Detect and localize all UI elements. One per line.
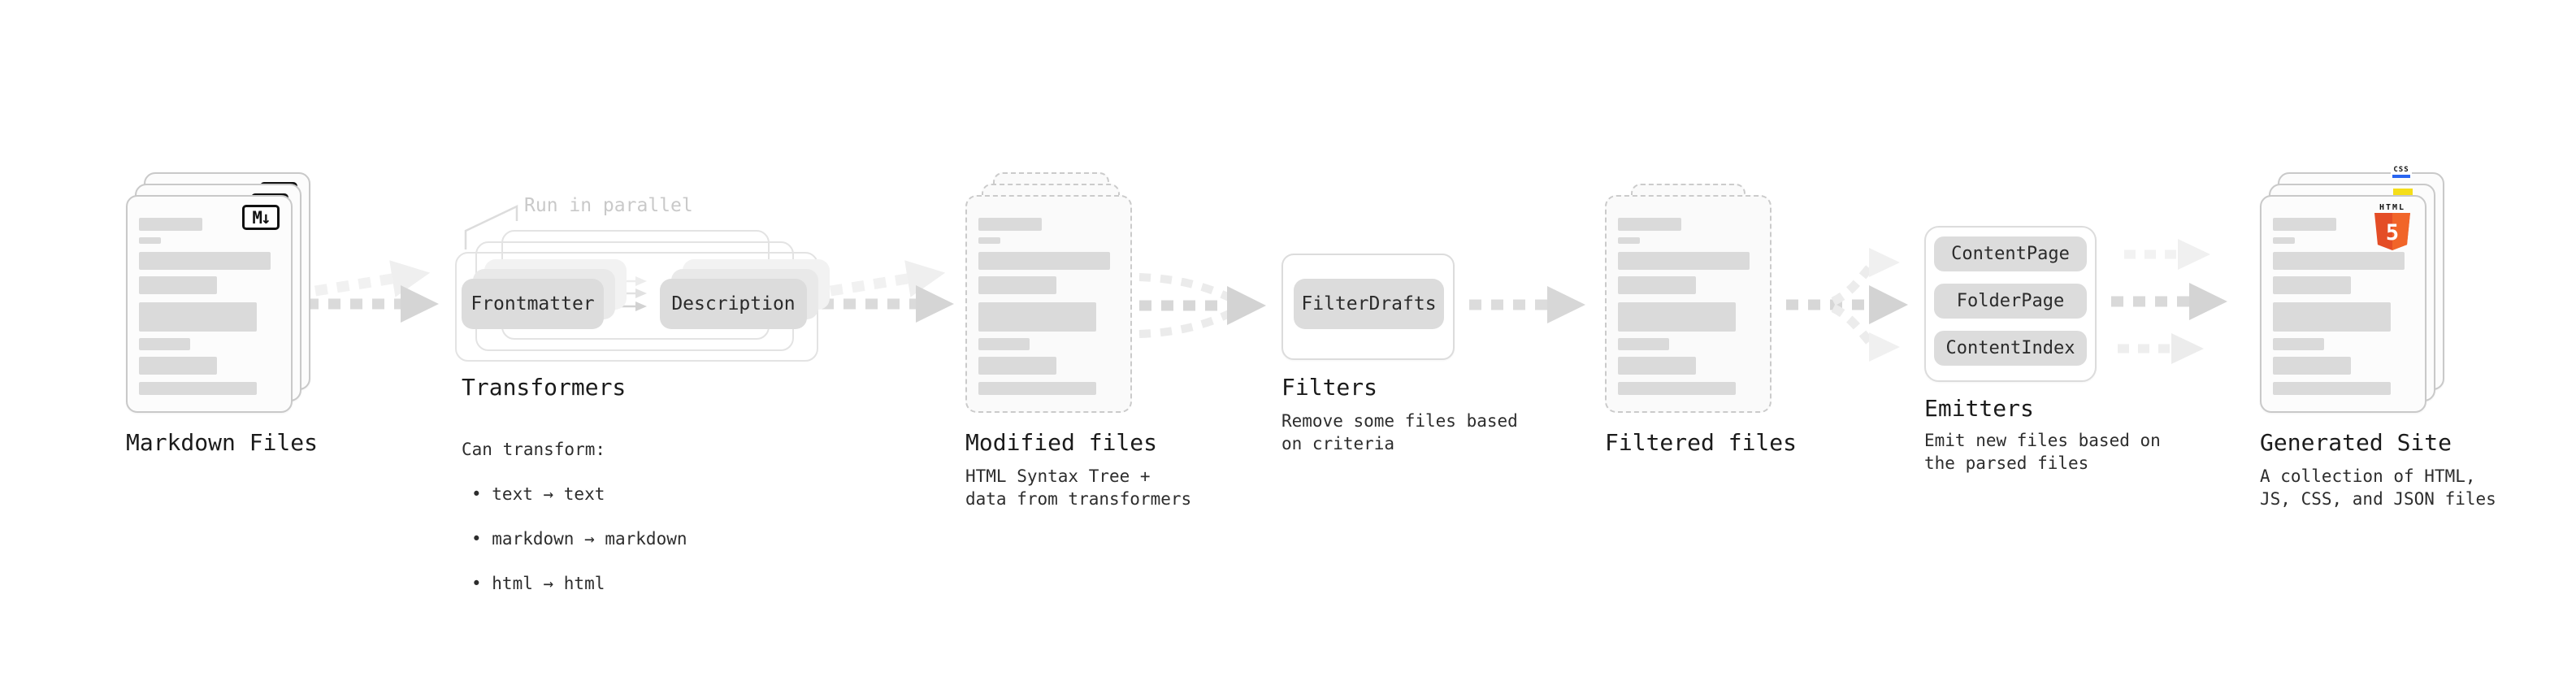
html5-icon-shield: 5 <box>2374 213 2410 250</box>
html5-icon-number: 5 <box>2385 219 2400 245</box>
filtered-file-document <box>1605 195 1772 413</box>
css-icon-label: CSS <box>2393 166 2409 174</box>
stage-label-transformers: Transformers <box>462 374 627 401</box>
arrow-markdown-to-transformers <box>306 254 439 323</box>
html5-icon-wordmark: HTML <box>2379 203 2406 212</box>
markdown-icon: M↓ <box>242 205 280 230</box>
html5-icon: HTML 5 <box>2370 203 2415 250</box>
transformers-bullet: • html → html <box>471 574 605 593</box>
run-in-parallel-annotation: Run in parallel <box>524 195 693 216</box>
transformers-description: Can transform: • text → text • markdown … <box>462 416 687 618</box>
css-icon: CSS <box>2391 166 2412 178</box>
transformers-bullet: • markdown → markdown <box>471 529 687 549</box>
stage-label-markdown-files: Markdown Files <box>126 429 319 456</box>
emitter-pill-folderpage: FolderPage <box>1934 284 2087 319</box>
transformer-pill-description: Description <box>660 279 807 329</box>
stage-label-modified-files: Modified files <box>965 429 1158 456</box>
arrow-transformers-to-modified <box>822 254 954 323</box>
arrow-modified-to-filters <box>1138 273 1266 338</box>
stage-label-generated-site: Generated Site <box>2260 429 2452 456</box>
stage-label-filtered-files: Filtered files <box>1605 429 1798 456</box>
filter-pill-filterdrafts: FilterDrafts <box>1294 279 1444 329</box>
stage-label-emitters: Emitters <box>1924 395 2034 422</box>
run-in-parallel-callout-line <box>464 205 518 249</box>
css-icon-underline <box>2392 175 2410 178</box>
arrow-emitters-to-generated <box>2111 239 2227 364</box>
generated-html-document: HTML 5 <box>2260 195 2426 413</box>
transformer-pill-frontmatter: Frontmatter <box>462 279 604 329</box>
stage-label-filters: Filters <box>1281 374 1378 401</box>
transformers-bullet: • text → text <box>471 484 605 504</box>
arrow-filters-to-filtered <box>1469 286 1585 323</box>
modified-file-document <box>965 195 1132 413</box>
markdown-file-document: M↓ <box>126 195 293 413</box>
emitter-pill-contentindex: ContentIndex <box>1934 331 2087 366</box>
transformers-desc-title: Can transform: <box>462 440 606 459</box>
emitters-description: Emit new files based on the parsed files <box>1924 431 2161 473</box>
modified-files-description: HTML Syntax Tree + data from transformer… <box>965 466 1192 509</box>
generated-site-description: A collection of HTML, JS, CSS, and JSON … <box>2260 466 2496 509</box>
arrow-filtered-to-emitters <box>1786 248 1908 362</box>
emitter-pill-contentpage: ContentPage <box>1934 236 2087 271</box>
filters-description: Remove some files based on criteria <box>1281 411 1518 453</box>
